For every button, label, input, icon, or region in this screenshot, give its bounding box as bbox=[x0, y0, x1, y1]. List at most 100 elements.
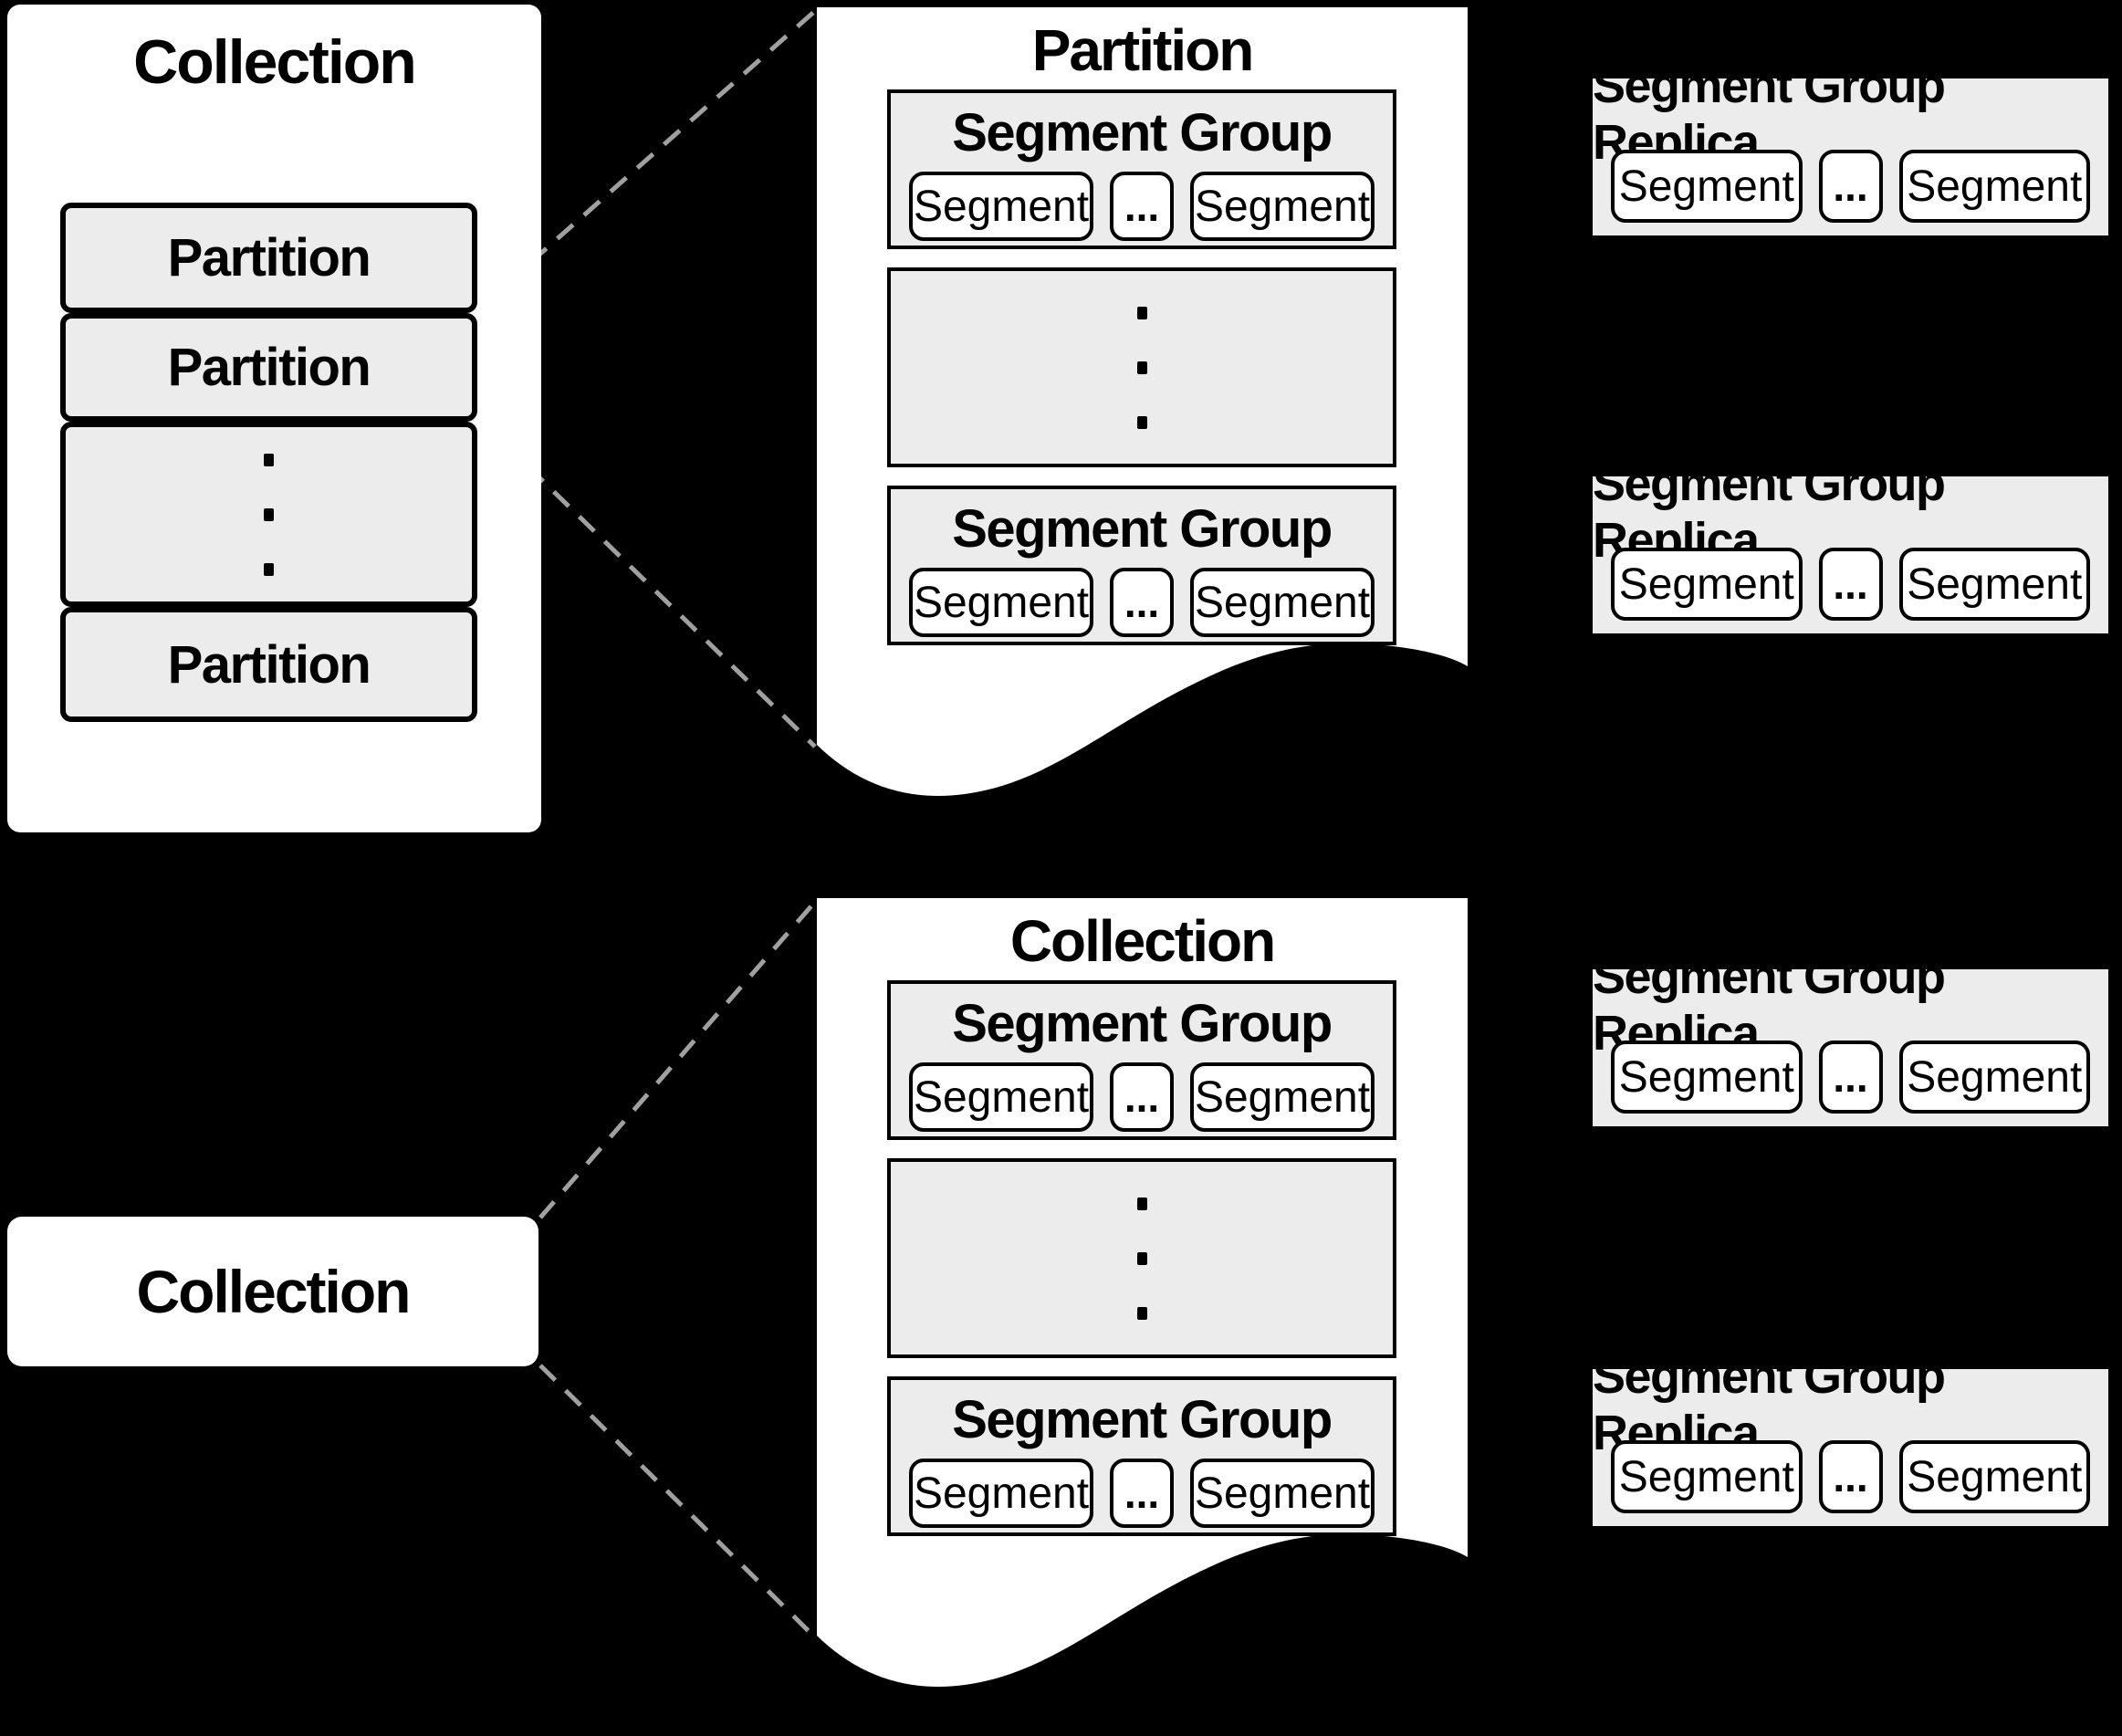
collection-label: Collection bbox=[136, 1258, 411, 1325]
ellipsis-box: ... bbox=[1110, 1459, 1174, 1528]
collection-page-title: Collection bbox=[1009, 908, 1276, 974]
segment-group-replica: Segment Group Replica Segment ... Segmen… bbox=[1593, 58, 2108, 235]
ellipsis-label: ... bbox=[1124, 1073, 1160, 1121]
connector-collection-bottom bbox=[538, 1364, 817, 1639]
segment-label: Segment bbox=[913, 578, 1090, 627]
segment-row: Segment ... Segment bbox=[1593, 1041, 2108, 1114]
segment-group-title: Segment Group bbox=[952, 993, 1333, 1053]
segment-label: Segment bbox=[1907, 1052, 2083, 1102]
segment-label: Segment bbox=[1194, 182, 1371, 231]
segment-row: Segment ... Segment bbox=[891, 568, 1393, 637]
segment-box: Segment bbox=[1611, 1440, 1803, 1513]
segment-group-title: Segment Group bbox=[952, 1389, 1333, 1449]
vertical-ellipsis-dot bbox=[264, 453, 274, 466]
partition-page: Partition Segment Group Segment ... Segm… bbox=[817, 7, 1468, 830]
partition-ellipsis-box bbox=[60, 422, 477, 607]
vertical-ellipsis-dot bbox=[1136, 361, 1147, 374]
replica-title: Segment Group Replica bbox=[1593, 1349, 1946, 1460]
partition-box: Partition bbox=[60, 313, 477, 422]
segment-group-ellipsis-box bbox=[887, 267, 1396, 467]
segment-label: Segment bbox=[1907, 162, 2083, 211]
segment-label: Segment bbox=[1618, 162, 1794, 211]
vertical-ellipsis bbox=[264, 453, 274, 576]
replica-title: Segment Group Replica bbox=[1593, 456, 1946, 568]
vertical-ellipsis-dot bbox=[264, 562, 274, 576]
segment-box: Segment bbox=[909, 1062, 1093, 1132]
ellipsis-box: ... bbox=[1818, 1041, 1883, 1114]
segment-group-replica: Segment Group Replica Segment ... Segmen… bbox=[1593, 949, 2108, 1126]
partition-box: Partition bbox=[60, 607, 477, 722]
collection-label-box: Collection bbox=[7, 1217, 538, 1366]
segment-box: Segment bbox=[1898, 548, 2090, 621]
segment-box: Segment bbox=[1611, 150, 1803, 223]
partition-label: Partition bbox=[167, 338, 371, 397]
vertical-ellipsis bbox=[1136, 1197, 1147, 1320]
connector-collection-top bbox=[538, 900, 817, 1219]
ellipsis-box: ... bbox=[1110, 568, 1174, 637]
segment-box: Segment bbox=[1190, 172, 1375, 241]
collection-panel-title: Collection bbox=[133, 27, 417, 97]
ellipsis-box: ... bbox=[1110, 1062, 1174, 1132]
segment-box: Segment bbox=[1611, 548, 1803, 621]
ellipsis-label: ... bbox=[1833, 560, 1868, 608]
replica-title: Segment Group Replica bbox=[1593, 58, 1946, 170]
segment-label: Segment bbox=[1618, 1452, 1794, 1501]
segment-group-ellipsis-box bbox=[887, 1158, 1396, 1358]
partition-label: Partition bbox=[167, 228, 371, 288]
collection-panel: Collection Partition Partition Partition bbox=[7, 5, 541, 832]
ellipsis-label: ... bbox=[1124, 183, 1160, 230]
segment-row: Segment ... Segment bbox=[891, 1062, 1393, 1132]
segment-label: Segment bbox=[1194, 1469, 1371, 1518]
vertical-ellipsis bbox=[1136, 306, 1147, 429]
vertical-ellipsis-dot bbox=[1136, 1251, 1147, 1265]
segment-label: Segment bbox=[913, 1469, 1090, 1518]
segment-group: Segment Group Segment ... Segment bbox=[887, 89, 1396, 249]
collection-page: Collection Segment Group Segment ... Seg… bbox=[817, 898, 1468, 1720]
segment-box: Segment bbox=[1190, 1459, 1375, 1528]
segment-label: Segment bbox=[1194, 1072, 1371, 1122]
segment-box: Segment bbox=[1898, 1041, 2090, 1114]
segment-group-title: Segment Group bbox=[952, 102, 1333, 162]
segment-box: Segment bbox=[909, 1459, 1093, 1528]
partition-box: Partition bbox=[60, 203, 477, 313]
segment-group-replica: Segment Group Replica Segment ... Segmen… bbox=[1593, 456, 2108, 633]
ellipsis-box: ... bbox=[1818, 548, 1883, 621]
segment-box: Segment bbox=[909, 568, 1093, 637]
segment-box: Segment bbox=[1898, 1440, 2090, 1513]
segment-row: Segment ... Segment bbox=[1593, 1440, 2108, 1513]
vertical-ellipsis-dot bbox=[1136, 1197, 1147, 1210]
vertical-ellipsis-dot bbox=[1136, 306, 1147, 319]
segment-row: Segment ... Segment bbox=[891, 1459, 1393, 1528]
segment-box: Segment bbox=[909, 172, 1093, 241]
segment-box: Segment bbox=[1190, 568, 1375, 637]
segment-label: Segment bbox=[913, 1072, 1090, 1122]
ellipsis-box: ... bbox=[1110, 172, 1174, 241]
segment-row: Segment ... Segment bbox=[891, 172, 1393, 241]
ellipsis-label: ... bbox=[1124, 579, 1160, 626]
segment-group: Segment Group Segment ... Segment bbox=[887, 1376, 1396, 1536]
replica-title: Segment Group Replica bbox=[1593, 949, 1946, 1061]
segment-label: Segment bbox=[1907, 559, 2083, 609]
partition-label: Partition bbox=[167, 634, 371, 695]
segment-group: Segment Group Segment ... Segment bbox=[887, 486, 1396, 645]
vertical-ellipsis-dot bbox=[264, 507, 274, 521]
segment-group: Segment Group Segment ... Segment bbox=[887, 980, 1396, 1140]
segment-label: Segment bbox=[913, 182, 1090, 231]
segment-label: Segment bbox=[1618, 559, 1794, 609]
ellipsis-label: ... bbox=[1833, 162, 1868, 210]
segment-group-replica: Segment Group Replica Segment ... Segmen… bbox=[1593, 1349, 2108, 1526]
partition-page-title: Partition bbox=[1031, 17, 1255, 83]
segment-row: Segment ... Segment bbox=[1593, 548, 2108, 621]
ellipsis-label: ... bbox=[1124, 1469, 1160, 1517]
segment-row: Segment ... Segment bbox=[1593, 150, 2108, 223]
ellipsis-label: ... bbox=[1833, 1053, 1868, 1101]
segment-label: Segment bbox=[1194, 578, 1371, 627]
vertical-ellipsis-dot bbox=[1136, 415, 1147, 429]
ellipsis-box: ... bbox=[1818, 1440, 1883, 1513]
segment-label: Segment bbox=[1618, 1052, 1794, 1102]
ellipsis-box: ... bbox=[1818, 150, 1883, 223]
segment-label: Segment bbox=[1907, 1452, 2083, 1501]
segment-box: Segment bbox=[1898, 150, 2090, 223]
segment-group-title: Segment Group bbox=[952, 498, 1333, 559]
